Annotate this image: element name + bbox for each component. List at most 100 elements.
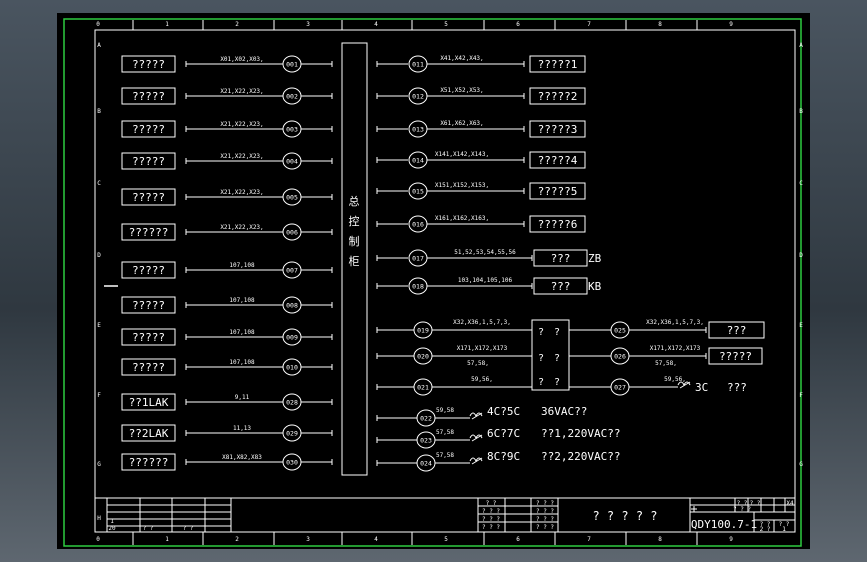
device-box <box>121 261 176 279</box>
left-row: ?????X21,X22,X23,002 <box>121 87 333 105</box>
junction-cell: ? <box>538 377 544 388</box>
device-box <box>529 215 586 233</box>
revision-cell: ? ? <box>143 525 154 532</box>
wire-numbers: X171,X172,X173 <box>457 345 508 352</box>
wire-numbers: 11,13 <box>233 425 251 432</box>
transformer-label: 6C?7C <box>487 427 520 440</box>
device-label: ?????3 <box>538 123 578 136</box>
wire-numbers: X141,X142,X143, <box>435 151 489 158</box>
device-box <box>121 152 176 170</box>
wire-numbers: 57,58 <box>436 452 454 459</box>
device-label: ??? <box>551 252 571 265</box>
transformer-label: 4C?5C <box>487 405 520 418</box>
transformer-symbol-bar <box>471 412 483 420</box>
device-box <box>533 277 588 295</box>
revision-cell: 1 <box>110 518 114 525</box>
cable-node-label: 026 <box>614 353 626 361</box>
device-label: ????? <box>132 155 165 168</box>
device-box <box>121 223 176 241</box>
device-label: ????? <box>132 123 165 136</box>
device-box <box>121 328 176 346</box>
sheet-code: X4 <box>786 500 794 507</box>
wire-numbers: X32,X36,1,5,7,3, <box>453 319 511 326</box>
zone-letter-left: C <box>97 180 101 187</box>
device-box <box>121 120 176 138</box>
revision-table <box>94 497 232 533</box>
device-box <box>533 249 588 267</box>
cable-node-label: 008 <box>286 302 298 310</box>
cabinet-char: 柜 <box>349 255 360 268</box>
left-row: ?????X01,X02,X03,001 <box>121 55 333 73</box>
sheet-background <box>57 13 810 549</box>
cable-node-label: 007 <box>286 267 298 275</box>
cable-node-label: 024 <box>420 460 432 468</box>
cable-node-label: 015 <box>412 188 424 196</box>
zone-number-top: 4 <box>374 21 378 28</box>
device-label: ??? <box>727 324 747 337</box>
signature-cell: ? ? ? <box>482 508 500 515</box>
cable-node-label: 022 <box>420 415 432 423</box>
cable-node-label: 028 <box>286 399 298 407</box>
cable-node-circle <box>282 393 302 411</box>
zone-number-top: 3 <box>306 21 310 28</box>
zone-number-top: 2 <box>235 21 239 28</box>
zone-number-bottom: 6 <box>516 536 520 543</box>
cable-node-circle <box>282 188 302 206</box>
wire-numbers: 107,108 <box>229 359 255 366</box>
cable-node-label: 016 <box>412 221 424 229</box>
device-label: ????? <box>132 331 165 344</box>
wire-numbers: 59,56, <box>664 376 686 383</box>
zone-number-top: 7 <box>587 21 591 28</box>
device-label: ?????6 <box>538 218 578 231</box>
signature-cell: ? ? ? <box>536 500 554 507</box>
revision-cell: ? ? <box>183 525 194 532</box>
zone-number-bottom: 9 <box>729 536 733 543</box>
zone-number-top: 6 <box>516 21 520 28</box>
info-cell: ? ? <box>779 521 790 528</box>
junction-cell: ? <box>554 377 560 388</box>
signature-cell: ? ? ? <box>536 508 554 515</box>
cable-node-circle <box>282 296 302 314</box>
transformer-label: 8C?9C <box>487 450 520 463</box>
device-box <box>708 347 763 365</box>
junction-cell: ? <box>554 327 560 338</box>
left-device-column: ?????X01,X02,X03,001 ?????X21,X22,X23,002… <box>121 55 333 471</box>
cabinet-box <box>341 42 368 476</box>
cabinet-char: 制 <box>349 235 360 248</box>
zone-letter-left: B <box>97 108 101 115</box>
info-cell: ? ? ? <box>733 506 751 513</box>
zone-letter-right: A <box>799 42 803 49</box>
info-cell: ? ? <box>760 521 771 528</box>
zone-number-bottom: 5 <box>444 536 448 543</box>
device-box <box>121 55 176 73</box>
cable-node-label: 014 <box>412 157 424 165</box>
transformer-symbol-bar <box>471 434 483 442</box>
junction-section: ??????019X32,X36,1,5,7,3,020X171,X172,X1… <box>376 319 765 396</box>
wire-numbers: X81,X82,X83 <box>222 454 262 461</box>
cable-node-label: 027 <box>614 384 626 392</box>
wire-numbers: X161,X162,X163, <box>435 215 489 222</box>
transformer-note: ??1,220VAC?? <box>541 427 620 440</box>
zone-number-bottom: 4 <box>374 536 378 543</box>
device-label: ??1LAK <box>129 396 169 409</box>
wire-numbers: 103,104,105,106 <box>458 277 513 284</box>
zone-letter-right: G <box>799 461 803 468</box>
zone-letter-left: F <box>97 392 101 399</box>
transformer-note: 36VAC?? <box>541 405 587 418</box>
cable-node-circle <box>282 223 302 241</box>
transformer-symbol-bar <box>679 381 691 389</box>
zone-letter-right: B <box>799 108 803 115</box>
cabinet-char: 总 <box>349 194 360 208</box>
cable-node-label: 013 <box>412 126 424 134</box>
cable-node-label: 004 <box>286 158 298 166</box>
device-box <box>529 87 586 105</box>
